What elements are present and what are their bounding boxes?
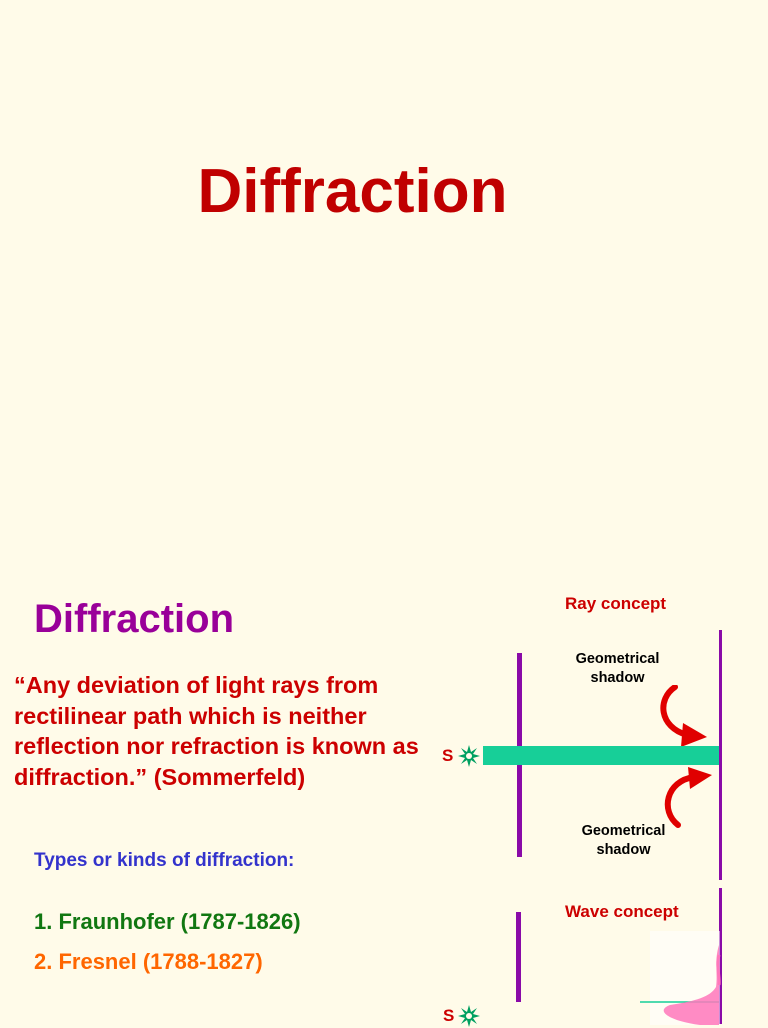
- slide-2-title: Diffraction: [34, 597, 234, 641]
- slit-barrier-wave: [516, 912, 521, 1002]
- geometrical-shadow-bottom-label: Geometrical shadow: [566, 822, 681, 860]
- shadow-top-line1: Geometrical: [575, 651, 660, 667]
- types-heading: Types or kinds of diffraction:: [34, 850, 295, 871]
- screen-right: [719, 630, 722, 880]
- shadow-top-line2: shadow: [590, 670, 645, 686]
- type-item-fresnel: 2. Fresnel (1788-1827): [34, 949, 263, 974]
- types-list: 1. Fraunhofer (1787-1826) 2. Fresnel (17…: [34, 902, 301, 982]
- source-label-ray: S: [442, 746, 454, 765]
- type-item-fraunhofer: 1. Fraunhofer (1787-1826): [34, 909, 301, 934]
- wave-concept-label: Wave concept: [565, 902, 679, 921]
- ray-concept-label: Ray concept: [565, 594, 667, 613]
- source-label-wave: S: [443, 1006, 455, 1025]
- shadow-bottom-line1: Geometrical: [581, 823, 666, 839]
- curved-arrow-icon: [660, 685, 707, 747]
- screen-wave: [719, 888, 722, 1024]
- slide-1: Diffraction: [197, 157, 508, 226]
- star-burst-icon: [458, 745, 480, 767]
- definition-quote: “Any deviation of light rays from rectil…: [14, 672, 419, 790]
- intensity-pattern: [640, 931, 721, 1025]
- star-burst-icon: [458, 1005, 480, 1027]
- slide-1-title: Diffraction: [197, 157, 508, 226]
- geometrical-shadow-top-label: Geometrical shadow: [560, 650, 675, 688]
- slide-2: Diffraction “Any deviation of light rays…: [0, 560, 768, 1027]
- shadow-bottom-line2: shadow: [596, 842, 651, 858]
- light-beam: [483, 746, 719, 765]
- curved-arrow-icon: [664, 767, 712, 828]
